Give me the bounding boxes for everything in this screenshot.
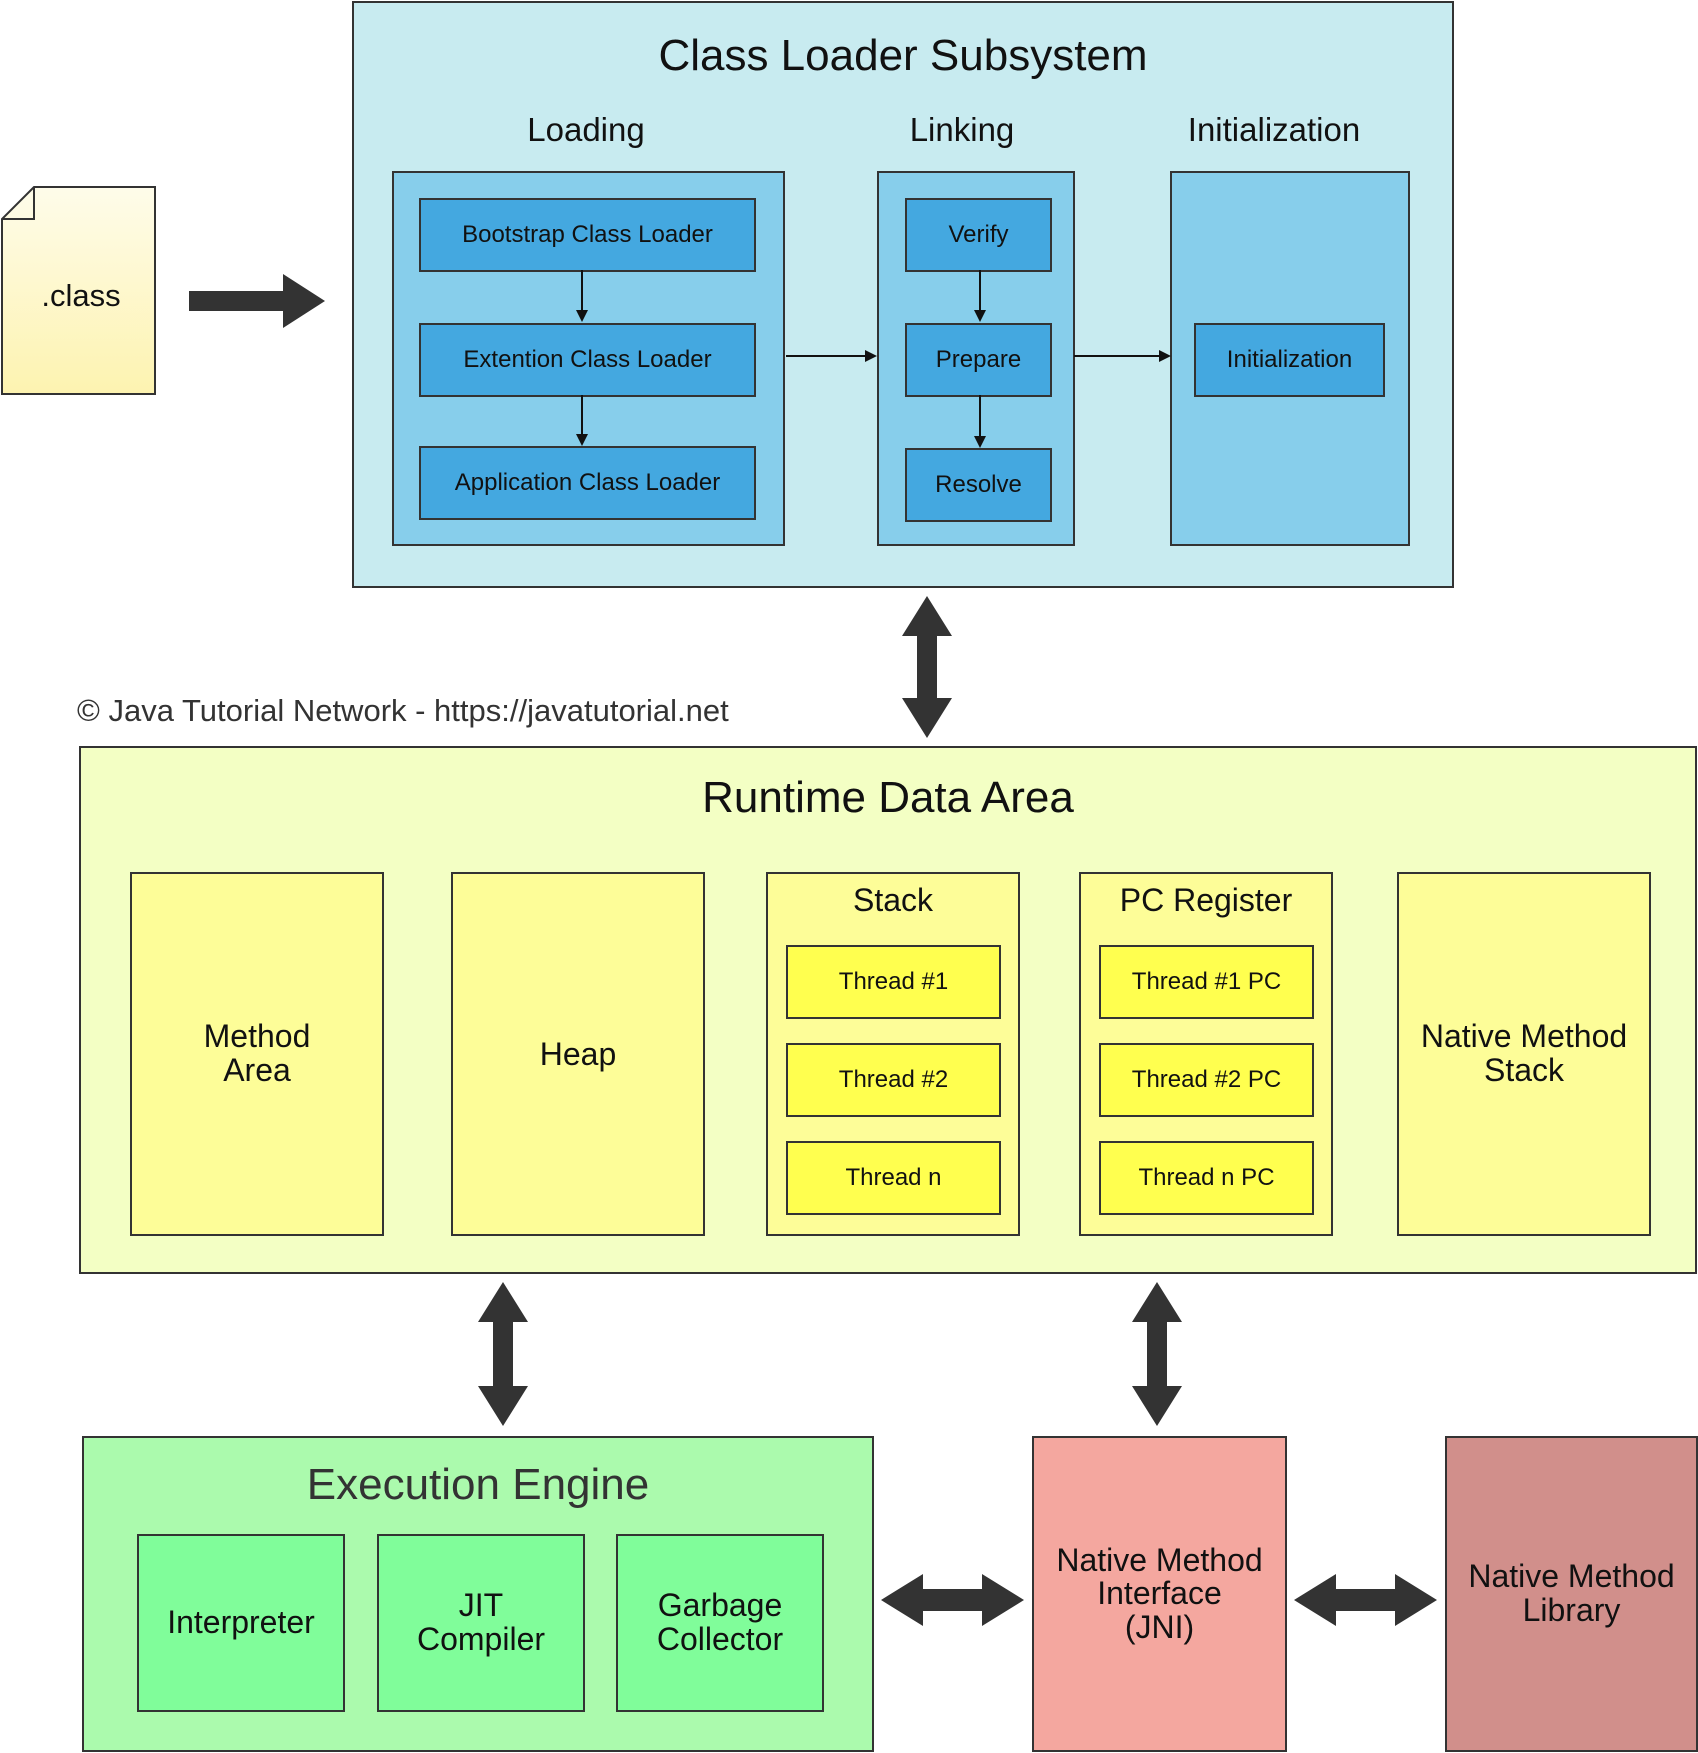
resolve-step: Resolve (905, 448, 1052, 522)
arrow-right-icon (189, 274, 325, 328)
runtime-title: Runtime Data Area (702, 773, 1074, 822)
interpreter: Interpreter (137, 1534, 345, 1712)
class-loader-title: Class Loader Subsystem (658, 31, 1148, 80)
pc-thread-2: Thread #2 PC (1099, 1043, 1314, 1117)
bootstrap-class-loader: Bootstrap Class Loader (419, 198, 756, 272)
double-arrow-horizontal-icon (1294, 1574, 1437, 1626)
pc-thread-n: Thread n PC (1099, 1141, 1314, 1215)
class-file-label: .class (41, 278, 121, 313)
stack-thread-n: Thread n (786, 1141, 1001, 1215)
class-file-icon (1, 186, 156, 395)
stack-heading: Stack (852, 882, 934, 918)
linking-heading: Linking (909, 111, 1015, 148)
double-arrow-horizontal-icon (881, 1574, 1024, 1626)
heap: Heap (451, 872, 705, 1236)
pc-register: PC Register Thread #1 PC Thread #2 PC Th… (1079, 872, 1333, 1236)
native-method-interface: Native Method Interface (JNI) (1032, 1436, 1287, 1752)
double-arrow-vertical-icon (478, 1282, 528, 1426)
extention-class-loader: Extention Class Loader (419, 323, 756, 397)
linking-group: Verify Prepare Resolve (877, 171, 1075, 546)
stack: Stack Thread #1 Thread #2 Thread n (766, 872, 1020, 1236)
pc-register-heading: PC Register (1119, 882, 1293, 918)
method-area: Method Area (130, 872, 384, 1236)
execution-engine: Execution Engine Interpreter JIT Compile… (82, 1436, 874, 1752)
copyright-text: © Java Tutorial Network - https://javatu… (77, 693, 729, 728)
pc-thread-1: Thread #1 PC (1099, 945, 1314, 1019)
stack-thread-2: Thread #2 (786, 1043, 1001, 1117)
native-method-stack: Native Method Stack (1397, 872, 1651, 1236)
execution-title: Execution Engine (306, 1460, 650, 1509)
prepare-step: Prepare (905, 323, 1052, 397)
native-method-library: Native Method Library (1445, 1436, 1698, 1752)
initialization-group: Initialization (1170, 171, 1410, 546)
double-arrow-vertical-icon (1132, 1282, 1182, 1426)
application-class-loader: Application Class Loader (419, 446, 756, 520)
stack-thread-1: Thread #1 (786, 945, 1001, 1019)
class-loader-subsystem: Class Loader Subsystem Loading Linking I… (352, 1, 1454, 588)
jit-compiler: JIT Compiler (377, 1534, 585, 1712)
garbage-collector: Garbage Collector (616, 1534, 824, 1712)
double-arrow-vertical-icon (902, 596, 952, 738)
initialization-heading: Initialization (1187, 111, 1361, 148)
loading-group: Bootstrap Class Loader Extention Class L… (392, 171, 785, 546)
initialization-step: Initialization (1194, 323, 1385, 397)
verify-step: Verify (905, 198, 1052, 272)
runtime-data-area: Runtime Data Area Method Area Heap Stack… (79, 746, 1697, 1274)
loading-heading: Loading (527, 111, 645, 148)
